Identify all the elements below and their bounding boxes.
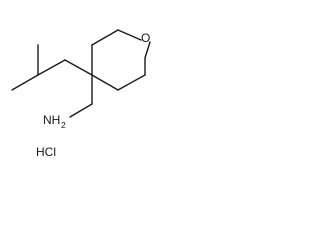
ring-bond: [117, 74, 146, 91]
oxygen-label: O: [141, 31, 150, 45]
aminomethyl-bond: [69, 103, 93, 118]
ring-bond: [91, 29, 119, 46]
amine-subscript: 2: [61, 120, 66, 130]
ring-bond: [117, 29, 142, 41]
isobutyl-bond: [37, 59, 66, 76]
hcl-label: HCl: [36, 145, 56, 159]
ring-bond: [144, 41, 151, 59]
isobutyl-bond: [11, 74, 39, 91]
isobutyl-bond: [64, 59, 93, 76]
chemical-structure: O NH 2 HCl: [11, 29, 151, 159]
amine-label: NH: [43, 113, 60, 127]
structure-canvas: O NH 2 HCl: [0, 0, 186, 168]
ring-bond: [91, 74, 119, 91]
